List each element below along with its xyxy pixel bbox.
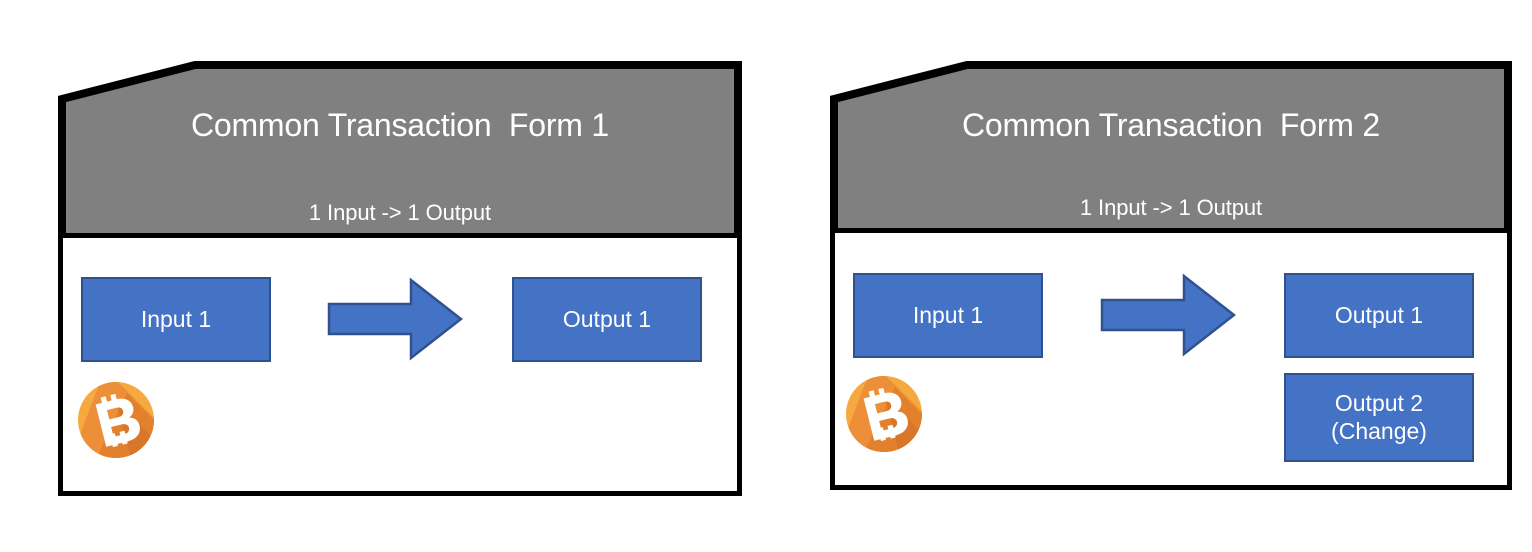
panel-2-input-label-1: Input 1 [912,301,984,328]
panel-2-output-label-2: Output 2 [1334,390,1424,417]
panel-1-bitcoin-icon [75,379,157,461]
panel-1-header: Common Transaction Form 1 1 Input -> 1 O… [58,47,742,242]
panel-1-output-box-1[interactable]: Output 1 [512,277,702,362]
panel-2-output-sublabel-2: (Change) [1331,417,1427,444]
panel-form-1: Common Transaction Form 1 1 Input -> 1 O… [58,47,742,496]
panel-2-output-label-1: Output 1 [1334,301,1424,328]
panel-2-bitcoin-icon [843,373,925,455]
panel-form-2: Common Transaction Form 2 1 Input -> 1 O… [830,47,1512,490]
panel-2-output-box-2[interactable]: Output 2 (Change) [1284,373,1474,462]
panel-2-output-box-1[interactable]: Output 1 [1284,273,1474,358]
panel-2-body: Input 1 Output 1 Output 2 (Change) [830,228,1512,490]
panel-1-input-label-1: Input 1 [140,305,212,332]
panel-1-output-label-1: Output 1 [562,305,652,332]
panel-2-flow-arrow [1100,272,1236,358]
panel-2-input-box-1[interactable]: Input 1 [853,273,1043,358]
panel-2-header: Common Transaction Form 2 1 Input -> 1 O… [830,47,1512,237]
panel-1-body: Input 1 Output 1 [58,233,742,496]
panel-1-flow-arrow [327,276,463,362]
panel-1-input-box-1[interactable]: Input 1 [81,277,271,362]
